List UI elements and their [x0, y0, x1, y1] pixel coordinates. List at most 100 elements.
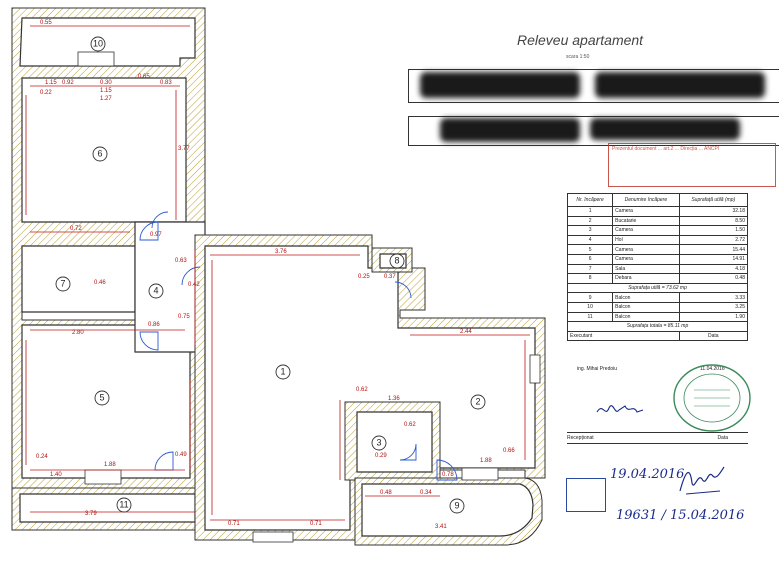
header-info-box	[408, 69, 779, 103]
dim-label: 0.29	[375, 453, 387, 459]
dimension-lines	[25, 25, 530, 521]
dim-label: 2.44	[460, 329, 472, 335]
table-cell: Camera	[612, 206, 680, 217]
table-cell: 2	[566, 215, 614, 227]
dim-label: 0.42	[188, 282, 200, 288]
table-sum-row: Suprafața totala = 85.11 mp	[567, 321, 748, 332]
table-cell: 3.25	[678, 301, 749, 313]
room-labels: 1 2 3 4 5 6 7 8 9 10 11	[55, 36, 486, 514]
dim-label: 0.92	[62, 80, 74, 86]
dim-label: 0.62	[404, 422, 416, 428]
table-header-name: Denumire încăpere	[612, 193, 680, 207]
dim-label: 0.55	[40, 20, 52, 26]
dim-label: 1.36	[388, 396, 400, 402]
dim-label: 0.75	[178, 314, 190, 320]
dim-label: 0.46	[94, 280, 106, 286]
table-cell: Balcon	[612, 301, 680, 313]
dim-label: 3.77	[178, 146, 190, 152]
dim-label: 0.22	[40, 90, 52, 96]
dim-label: 1.40	[50, 472, 62, 478]
redaction-block	[595, 72, 765, 98]
room-number: 1	[280, 366, 285, 376]
dim-label: 3.76	[275, 249, 287, 255]
redaction-block	[420, 72, 580, 98]
dim-label: 0.86	[148, 322, 160, 328]
dim-label: 0.63	[175, 258, 187, 264]
table-cell: Hol	[612, 234, 680, 246]
useful-area-total: Suprafața utilă = 73.62 mp	[567, 282, 748, 294]
dim-label: 1.88	[104, 462, 116, 468]
engineer-signature	[596, 405, 644, 413]
dim-label: 0.30	[100, 80, 112, 86]
table-cell: 6	[566, 253, 614, 265]
room-number: 10	[93, 38, 103, 48]
receiver-stamp	[566, 478, 606, 512]
dim-label: 0.78	[442, 472, 454, 478]
table-header-nr: Nr. încăpere	[566, 193, 614, 207]
room-number: 6	[97, 148, 102, 158]
room-number: 8	[394, 255, 399, 265]
dimension-labels: 0.55 1.15 0.92 0.30 0.65 0.22 0.83 1.15 …	[36, 20, 515, 530]
engineer-name: ing. Mihai Predoiu	[577, 366, 618, 372]
table-cell: Camera	[612, 244, 680, 255]
table-cell: 1.50	[678, 225, 749, 236]
table-cell: Debara	[612, 273, 680, 284]
table-cell: Camera	[612, 225, 680, 236]
table-cell: 8.50	[678, 215, 749, 227]
total-area: Suprafața totala = 85.11 mp	[567, 321, 748, 332]
receiver-label: Recepționat	[567, 435, 594, 441]
dim-label: 0.25	[358, 274, 370, 280]
table-cell: 32.18	[678, 206, 749, 217]
table-cell: 7	[566, 263, 614, 275]
handwritten-date: 19.04.2016	[610, 467, 685, 482]
round-authorization-stamp	[673, 364, 751, 432]
table-cell: 14.91	[678, 253, 749, 265]
room-number: 2	[475, 396, 480, 406]
dim-label: 0.48	[380, 490, 392, 496]
dim-label: 0.37	[384, 274, 396, 280]
page-title: Releveu apartament	[517, 32, 644, 48]
dim-label: 0.66	[503, 448, 515, 454]
receiver-signature	[679, 466, 725, 495]
executant-date-label: Data	[678, 330, 749, 342]
table-cell: 5	[566, 244, 614, 255]
redaction-block	[440, 118, 580, 142]
redaction-block	[590, 118, 740, 140]
table-cell: Balcon	[612, 292, 680, 303]
table-cell: 4.18	[678, 263, 749, 275]
room-number: 11	[119, 499, 128, 509]
reception-row: Recepționat Data	[567, 432, 748, 444]
room-number: 3	[376, 437, 381, 447]
table-cell: 1.90	[678, 311, 749, 323]
table-exec-row: Executant Data	[567, 330, 749, 342]
table-cell: 10	[566, 301, 614, 313]
table-cell: 8	[566, 273, 614, 284]
dim-label: 0.24	[36, 454, 48, 460]
room-number: 4	[153, 285, 158, 295]
scale-label: scara 1:50	[566, 54, 590, 60]
doors	[139, 211, 458, 481]
dim-label: 2.80	[72, 330, 84, 336]
dim-label: 0.71	[228, 521, 240, 527]
dim-label: 0.97	[150, 232, 162, 238]
table-cell: Camera	[612, 253, 680, 265]
table-cell: 11	[566, 311, 614, 323]
receiver-date-label: Data	[717, 435, 728, 441]
room-number: 9	[454, 500, 459, 510]
registration-stamp: Prezentul document ... art.2 ... Direcți…	[608, 143, 776, 187]
table-cell: 0.48	[678, 273, 749, 284]
areas-table: Nr. încăpere Denumire încăpere Suprafață…	[566, 193, 749, 342]
dim-label: 0.65	[138, 74, 150, 80]
dim-label: 1.15	[45, 80, 57, 86]
table-cell: Bucatarie	[612, 215, 680, 227]
